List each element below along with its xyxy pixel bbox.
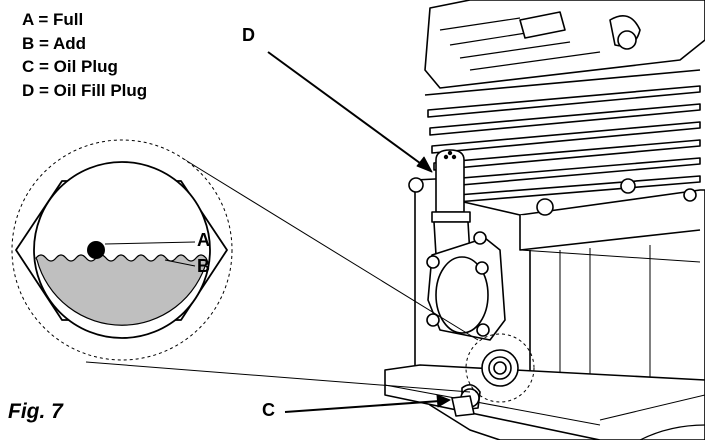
figure-caption: Fig. 7 xyxy=(8,400,63,423)
projection-lines xyxy=(85,157,479,393)
oil-fill-area xyxy=(35,254,208,326)
sight-glass-detail xyxy=(11,139,233,361)
callout-d-label: D xyxy=(242,25,255,45)
legend-item-oil-plug: C = Oil Plug xyxy=(22,57,118,76)
callout-c-label: C xyxy=(262,400,275,420)
leader-lines xyxy=(267,51,451,413)
legend-item-oil-fill-plug: D = Oil Fill Plug xyxy=(22,80,148,100)
compressor-body xyxy=(384,0,705,440)
legend: A = Full B = Add C = Oil Plug D = Oil Fi… xyxy=(22,8,147,102)
legend-item-full: A = Full xyxy=(22,10,84,29)
full-level-dot xyxy=(87,241,105,259)
callout-b-label: B xyxy=(197,256,210,276)
callout-a-label: A xyxy=(197,230,210,250)
sight-glass-highlight xyxy=(465,333,535,403)
legend-item-add: B = Add xyxy=(22,33,87,53)
